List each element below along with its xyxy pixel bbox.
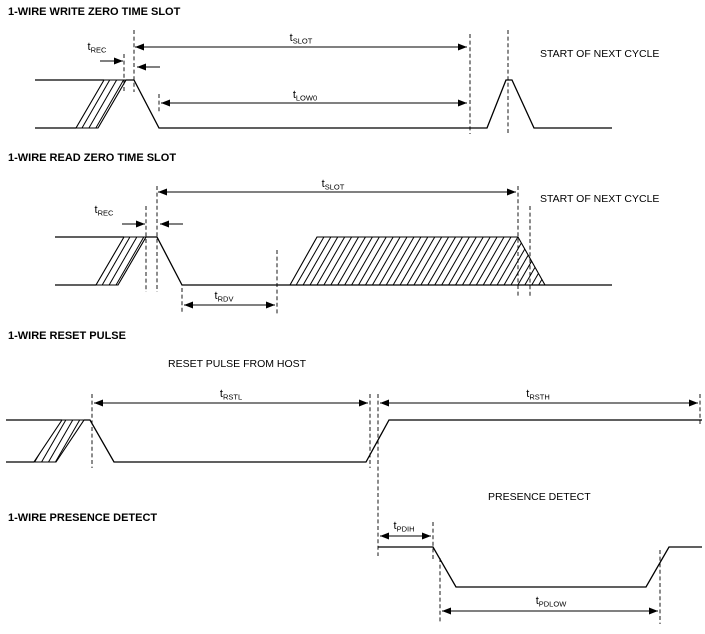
trstl-label: tRSTL: [220, 388, 242, 402]
section-title-reset-pulse: 1-WIRE RESET PULSE: [8, 330, 126, 342]
waveform-trace: [126, 79, 612, 129]
section-reset-pulse: 1-WIRE RESET PULSE RESET PULSE FROM HOST…: [6, 330, 702, 556]
section-title-presence-detect: 1-WIRE PRESENCE DETECT: [8, 512, 157, 524]
section-title-write-zero: 1-WIRE WRITE ZERO TIME SLOT: [8, 6, 181, 18]
waveform-trace: [378, 546, 702, 588]
tpdih-label: tPDIH: [394, 520, 415, 534]
reset-pulse-annotation: RESET PULSE FROM HOST: [168, 358, 307, 370]
waveform-trace: [84, 419, 702, 463]
section-presence-detect: 1-WIRE PRESENCE DETECT PRESENCE DETECT t…: [8, 491, 702, 624]
trec-label: tREC: [88, 41, 107, 55]
tlow0-label: tLOW0: [293, 89, 317, 103]
next-cycle-note: START OF NEXT CYCLE: [540, 48, 659, 60]
hatch-rise-region: [32, 419, 86, 463]
presence-detect-annotation: PRESENCE DETECT: [488, 491, 591, 503]
trdv-label: tRDV: [215, 290, 234, 304]
section-read-zero: 1-WIRE READ ZERO TIME SLOT tREC tSLOT tR…: [8, 152, 659, 314]
section-write-zero: 1-WIRE WRITE ZERO TIME SLOT tREC tSLOT t…: [8, 6, 659, 134]
tpdlow-label: tPDLOW: [536, 595, 567, 609]
hatch-rise-region: [75, 79, 127, 129]
section-title-read-zero: 1-WIRE READ ZERO TIME SLOT: [8, 152, 176, 164]
tslot-label: tSLOT: [322, 178, 345, 192]
trec-label: tREC: [95, 204, 114, 218]
hatch-rise-region: [95, 236, 147, 286]
tslot-label: tSLOT: [290, 32, 313, 46]
undefined-data-hatch-region: [289, 236, 546, 286]
trsth-label: tRSTH: [526, 388, 549, 402]
next-cycle-note: START OF NEXT CYCLE: [540, 193, 659, 205]
